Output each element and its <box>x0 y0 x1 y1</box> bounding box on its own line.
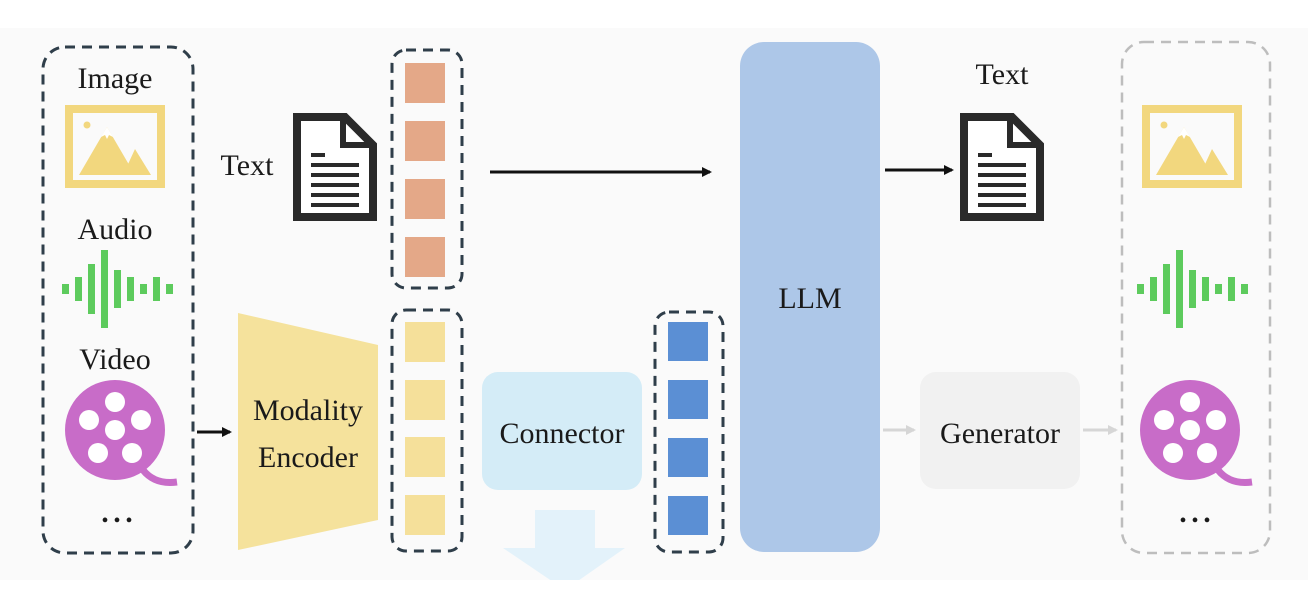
generator-label: Generator <box>940 417 1060 450</box>
audio-label: Audio <box>78 213 153 246</box>
modality-tokens <box>390 308 464 553</box>
llm-label: LLM <box>778 282 841 315</box>
output-modalities-group: • • • <box>1120 40 1272 555</box>
text-tokens-dashed-box <box>390 48 464 290</box>
input-dashed-box <box>41 45 195 555</box>
connector-tokens <box>653 310 725 554</box>
text-document-icon <box>297 117 373 217</box>
modality-token <box>405 495 445 535</box>
llm-block <box>740 42 880 552</box>
connector-token <box>668 438 708 477</box>
more-outputs-ellipsis: • • • <box>1179 510 1210 532</box>
modality-token <box>405 380 445 420</box>
more-modalities-ellipsis: • • • <box>101 510 132 532</box>
text-token <box>405 121 445 161</box>
modality-tokens-dashed-box <box>390 308 464 553</box>
text-tokens <box>390 48 464 290</box>
modality-encoder <box>238 313 378 550</box>
image-label: Image <box>78 62 153 95</box>
connector-box <box>482 372 642 490</box>
output-dashed-box <box>1120 40 1272 555</box>
bottom-margin <box>0 580 1308 606</box>
encoder-label-line2: Encoder <box>258 441 358 474</box>
text-token <box>405 237 445 277</box>
modality-token <box>405 437 445 477</box>
video-label: Video <box>79 343 151 376</box>
connector-token <box>668 322 708 361</box>
connector-tokens-dashed-box <box>653 310 725 554</box>
text-token <box>405 63 445 103</box>
connector-token <box>668 380 708 419</box>
input-modalities-group: Image Audio Video • • • <box>41 45 195 555</box>
modality-token <box>405 322 445 362</box>
background <box>0 28 1308 580</box>
generator-box <box>920 372 1080 489</box>
connector-label: Connector <box>500 417 625 450</box>
connector-token <box>668 496 708 535</box>
encoder-label-line1: Modality <box>253 394 363 427</box>
text-output-document-icon <box>964 117 1040 217</box>
text-input-label: Text <box>221 149 275 182</box>
text-output-label: Text <box>976 58 1030 91</box>
down-arrow-icon <box>503 510 625 590</box>
text-token <box>405 179 445 219</box>
